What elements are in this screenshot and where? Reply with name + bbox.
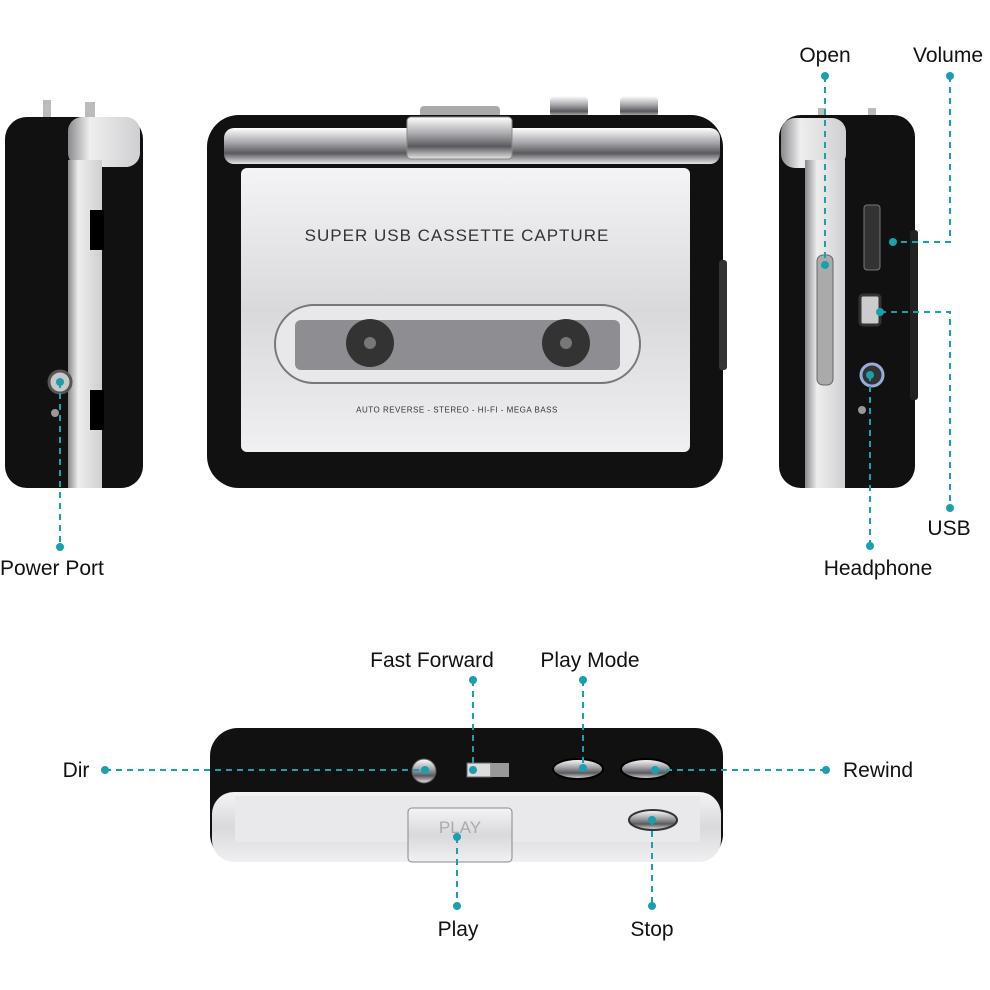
play-mode-button	[552, 758, 604, 780]
callout-dot	[453, 902, 461, 910]
label-headphone: Headphone	[823, 557, 933, 580]
label-rewind: Rewind	[842, 759, 914, 782]
front-view	[207, 96, 727, 488]
callout-dot	[453, 833, 461, 841]
top-edge-view	[210, 728, 723, 863]
callout-dot	[651, 766, 659, 774]
right-side-view	[779, 108, 918, 488]
callout-dot	[821, 72, 829, 80]
callout-dot	[889, 238, 897, 246]
callout-dot	[648, 816, 656, 824]
label-power-port: Power Port	[0, 557, 104, 580]
callout-dot	[866, 371, 874, 379]
callout-dot	[866, 542, 874, 550]
callout-dot	[421, 766, 429, 774]
callout-dot	[946, 72, 954, 80]
callout-lines	[59, 76, 951, 906]
callout-dot	[876, 308, 884, 316]
callout-dot	[648, 902, 656, 910]
front-subtitle: AUTO REVERSE - STEREO - HI-FI - MEGA BAS…	[356, 405, 558, 415]
label-play-mode: Play Mode	[540, 649, 640, 672]
play-button-text: PLAY	[438, 818, 482, 837]
left-side-view	[5, 100, 143, 488]
rewind-button	[620, 758, 672, 780]
label-fast-forward: Fast Forward	[370, 649, 494, 672]
callout-dot	[101, 766, 109, 774]
volume-wheel	[863, 204, 881, 271]
callout-dot	[946, 504, 954, 512]
front-title: SUPER USB CASSETTE CAPTURE	[304, 226, 610, 245]
callout-dot	[579, 676, 587, 684]
callout-dot	[56, 543, 64, 551]
callout-dot	[469, 766, 477, 774]
callout-dot	[56, 378, 64, 386]
label-open: Open	[799, 44, 851, 67]
label-play: Play	[437, 918, 479, 941]
label-stop: Stop	[630, 918, 674, 941]
open-slider	[816, 254, 834, 386]
callout-dots	[56, 72, 954, 910]
callout-dot	[822, 766, 830, 774]
label-volume: Volume	[912, 44, 984, 67]
label-dir: Dir	[62, 759, 90, 782]
callout-dot	[469, 676, 477, 684]
callout-dot	[821, 261, 829, 269]
callout-dot	[579, 764, 587, 772]
label-usb: USB	[927, 517, 971, 540]
